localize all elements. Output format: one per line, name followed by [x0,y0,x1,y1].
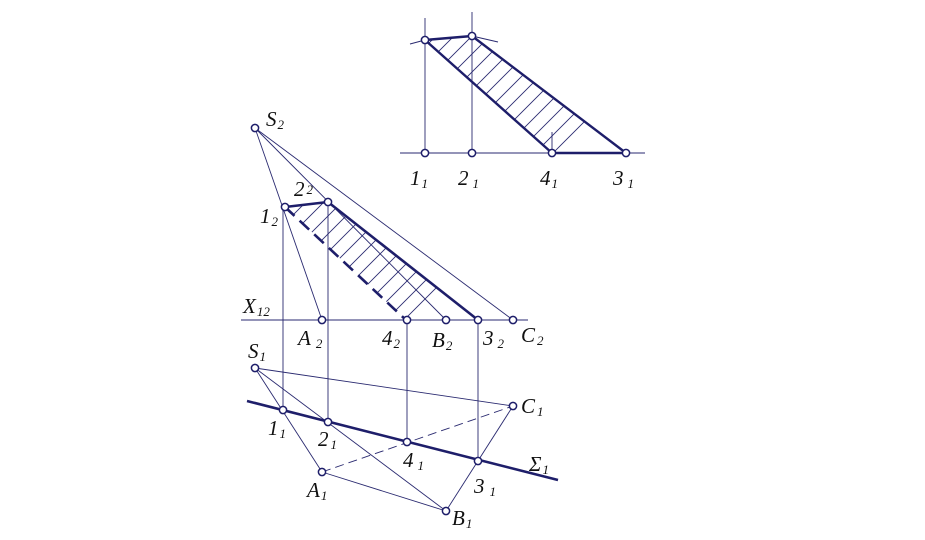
top-hatching [425,36,626,153]
label-1-1: 11 [268,416,286,441]
point-a1 [317,467,327,477]
point-c1 [508,401,518,411]
link-lines [282,202,479,461]
sigma1-trace [246,399,559,482]
label-sigma1: Σ1 [528,452,549,477]
point-4-2 [402,315,412,325]
label-4-2: 42 [382,326,401,351]
s1-to-a1 [254,367,323,473]
point-top-2-base [467,148,477,158]
label-b1: B1 [452,506,472,531]
label-a1: A1 [305,478,327,503]
s1-to-c1 [254,367,514,407]
point-c2 [508,315,518,325]
label-top-4: 41 [540,166,558,191]
point-s1 [250,363,260,373]
s2-to-c2 [254,127,514,321]
s2-to-b2 [254,127,447,321]
a1-to-b1 [321,471,447,512]
label-top-1: 11 [410,166,428,191]
point-a2 [317,315,327,325]
point-3-1 [473,456,483,466]
point-top-1 [420,35,430,45]
point-3-2 [473,315,483,325]
label-b2: B2 [432,328,453,353]
s2-to-a2 [254,127,323,321]
label-s2: S2 [266,107,285,132]
point-1-1 [278,405,288,415]
point-b2 [441,315,451,325]
section-edge-2-3 [327,200,479,322]
true-shape-view [400,12,645,155]
top-arc-right [471,35,499,43]
point-b1 [441,506,451,516]
horizontal-projection [246,367,559,512]
section-edge-1-2 [284,200,329,209]
label-1-2: 12 [260,204,279,229]
point-top-2 [467,31,477,41]
point-top-1-base [420,148,430,158]
label-x12: X12 [242,294,270,319]
true-shape-outline [423,34,628,155]
point-2-1 [323,417,333,427]
point-top-3 [621,148,631,158]
s1-to-b1 [254,367,447,512]
point-4-1 [402,437,412,447]
hidden-edge-dashed [284,206,407,321]
a1-to-c1-dashed [321,405,514,473]
point-s2 [250,123,260,133]
point-1-2 [280,202,290,212]
label-s1: S1 [248,339,266,364]
points [250,31,631,516]
point-top-4 [547,148,557,158]
point-2-2 [323,197,333,207]
